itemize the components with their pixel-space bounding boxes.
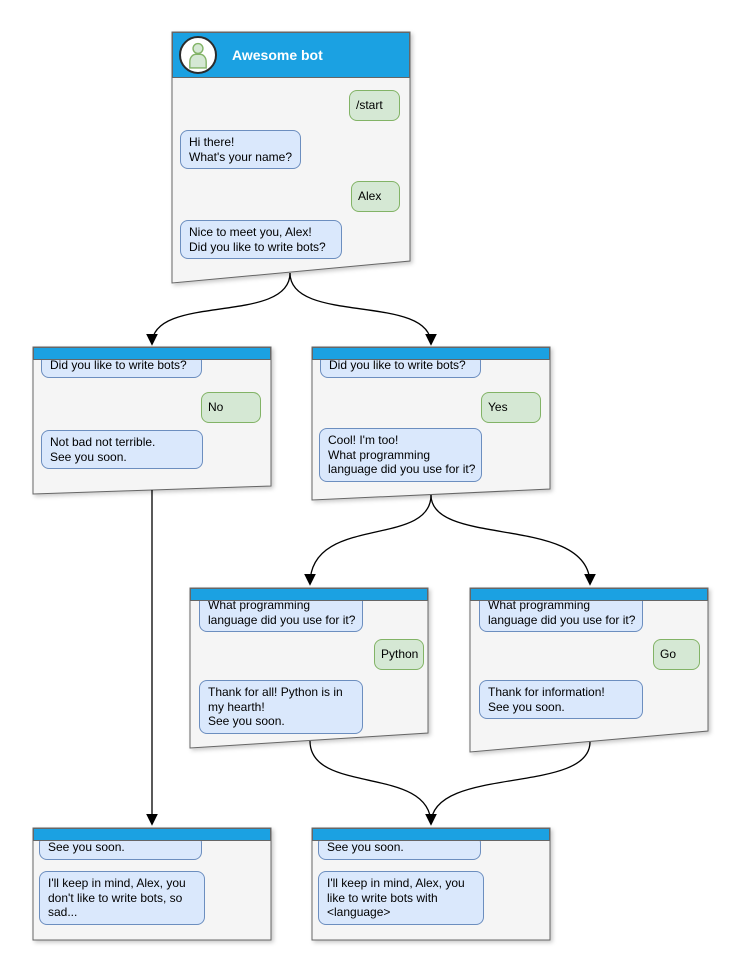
- arrow-go-to-end: [430, 741, 591, 825]
- window-title-bar: [470, 588, 708, 601]
- window-title-bar: [312, 828, 550, 841]
- bot-message-bubble[interactable]: Hi there! What's your name?: [180, 130, 301, 169]
- window-title-bar: [312, 347, 550, 360]
- arrow-start-to-yes: [289, 272, 437, 346]
- chat-window-yes[interactable]: Did you like to write bots? Yes Cool! I'…: [312, 347, 550, 500]
- chat-window-python[interactable]: What programming language did you use fo…: [190, 588, 428, 748]
- chat-window-header: Awesome bot: [172, 32, 410, 78]
- chat-window-go[interactable]: What programming language did you use fo…: [470, 588, 708, 752]
- user-message-bubble[interactable]: No: [201, 392, 261, 423]
- user-message-bubble[interactable]: /start: [349, 90, 400, 121]
- user-message-bubble[interactable]: Python: [374, 639, 424, 670]
- window-title-bar: [33, 828, 271, 841]
- arrow-python-to-end: [309, 740, 437, 826]
- flow-arrows: [146, 272, 596, 826]
- chat-window-no[interactable]: Did you like to write bots? No Not bad n…: [33, 347, 271, 494]
- bot-message-bubble[interactable]: I'll keep in mind, Alex, you like to wri…: [318, 871, 484, 925]
- arrow-yes-to-python: [304, 494, 432, 586]
- bot-message-bubble[interactable]: Not bad not terrible. See you soon.: [41, 430, 203, 469]
- chat-window-end-yes[interactable]: See you soon. I'll keep in mind, Alex, y…: [312, 828, 550, 940]
- chat-window-end-no[interactable]: See you soon. I'll keep in mind, Alex, y…: [33, 828, 271, 940]
- bot-message-bubble[interactable]: Nice to meet you, Alex! Did you like to …: [180, 220, 342, 259]
- bot-message-bubble[interactable]: Thank for information! See you soon.: [479, 680, 643, 719]
- bot-message-bubble[interactable]: I'll keep in mind, Alex, you don't like …: [39, 871, 205, 925]
- window-title: Awesome bot: [232, 47, 323, 63]
- user-message-bubble[interactable]: Go: [653, 639, 700, 670]
- window-title-bar: [190, 588, 428, 601]
- user-message-bubble[interactable]: Alex: [351, 181, 400, 212]
- arrow-start-to-no: [146, 272, 291, 346]
- person-icon: [189, 42, 207, 69]
- user-message-bubble[interactable]: Yes: [481, 392, 541, 423]
- chat-window-start[interactable]: Awesome bot /start Hi there! What's your…: [172, 32, 410, 283]
- window-title-bar: [33, 347, 271, 360]
- arrow-yes-to-go: [430, 494, 596, 586]
- bot-message-bubble[interactable]: Cool! I'm too! What programming language…: [319, 428, 482, 482]
- bot-message-bubble[interactable]: Thank for all! Python is in my hearth! S…: [199, 680, 363, 734]
- avatar: [179, 36, 217, 74]
